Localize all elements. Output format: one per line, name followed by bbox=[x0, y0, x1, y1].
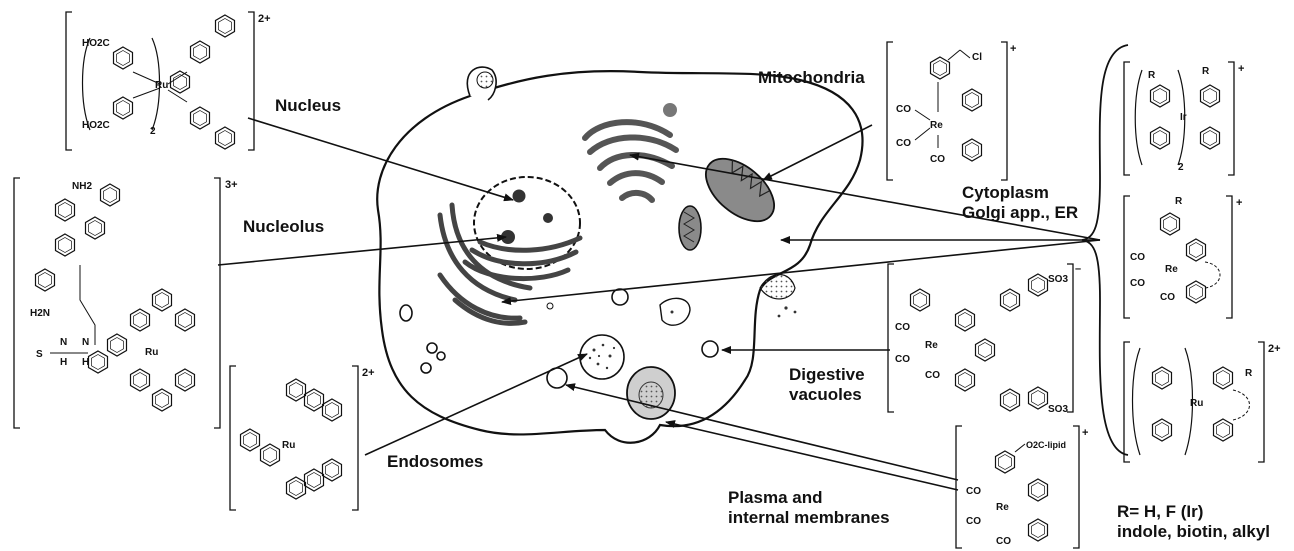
label-nucleolus: Nucleolus bbox=[243, 217, 324, 237]
endosome bbox=[580, 335, 624, 379]
charge-re-lipid: + bbox=[1082, 427, 1088, 439]
label-golgi-er: Golgi app., ER bbox=[962, 203, 1078, 223]
charge-re-chloromethyl: + bbox=[1010, 43, 1016, 55]
group-co-7: CO bbox=[966, 486, 981, 497]
group-co-11: CO bbox=[1130, 278, 1145, 289]
group-n-1: N bbox=[60, 337, 67, 348]
nucleolus bbox=[513, 190, 526, 203]
molecule-re-sulfonate bbox=[888, 264, 1073, 412]
label-r-definition: R= H, F (Ir) indole, biotin, alkyl bbox=[1117, 502, 1270, 542]
group-r-ir-1: R bbox=[1148, 70, 1156, 81]
metal-re-generic: Re bbox=[1165, 264, 1178, 275]
label-nucleus: Nucleus bbox=[275, 96, 341, 116]
label-vacuoles: vacuoles bbox=[789, 385, 865, 405]
group-r-ir-2: R bbox=[1202, 66, 1210, 77]
group-co-4: CO bbox=[895, 322, 910, 333]
subscript-ir: 2 bbox=[1178, 162, 1184, 173]
charge-ru-phen: 2+ bbox=[362, 367, 375, 379]
group-n-2: N bbox=[82, 337, 89, 348]
label-digestive-vacuoles: Digestive vacuoles bbox=[789, 365, 865, 405]
charge-re-generic: + bbox=[1236, 197, 1242, 209]
group-co-8: CO bbox=[966, 516, 981, 527]
group-co-5: CO bbox=[895, 354, 910, 365]
charge-re-sulfonate: – bbox=[1075, 263, 1081, 275]
group-co-10: CO bbox=[1130, 252, 1145, 263]
label-plasma-membranes: Plasma and internal membranes bbox=[728, 488, 890, 528]
metal-re-sulfonate: Re bbox=[925, 340, 938, 351]
metal-re-chloromethyl: Re bbox=[930, 120, 943, 131]
group-co-12: CO bbox=[1160, 292, 1175, 303]
label-mitochondria: Mitochondria bbox=[758, 68, 865, 88]
group-ho2c-bottom: HO2C bbox=[82, 120, 110, 131]
label-cytoplasm: Cytoplasm bbox=[962, 183, 1078, 203]
arrow-plasma-2 bbox=[666, 422, 958, 490]
metal-ir: Ir bbox=[1180, 112, 1187, 123]
group-o2c-lipid: O2C-lipid bbox=[1026, 440, 1066, 450]
group-h2n: H2N bbox=[30, 308, 50, 319]
label-digestive: Digestive bbox=[789, 365, 865, 385]
group-h-1: H bbox=[60, 357, 67, 368]
group-ho2c-top: HO2C bbox=[82, 38, 110, 49]
molecule-ir-complex bbox=[1124, 62, 1234, 175]
group-cl: Cl bbox=[972, 52, 982, 63]
group-r-ru: R bbox=[1245, 368, 1253, 379]
group-so3-bottom: SO3 bbox=[1048, 404, 1068, 415]
metal-ru-generic: Ru bbox=[1190, 398, 1203, 409]
label-internal-membranes: internal membranes bbox=[728, 508, 890, 528]
subscript-ru-dicarboxy: 2 bbox=[150, 126, 156, 137]
group-co-2: CO bbox=[896, 138, 911, 149]
label-cytoplasm-golgi: Cytoplasm Golgi app., ER bbox=[962, 183, 1078, 223]
group-co-9: CO bbox=[996, 536, 1011, 547]
metal-ru-ethidium: Ru bbox=[145, 347, 158, 358]
metal-re-lipid: Re bbox=[996, 502, 1009, 513]
ligand-brace bbox=[1082, 45, 1128, 455]
metal-ru-dicarboxy: Ru bbox=[155, 80, 168, 91]
charge-ir: + bbox=[1238, 63, 1244, 75]
molecule-ru-phen bbox=[230, 366, 358, 510]
charge-ru-generic: 2+ bbox=[1268, 343, 1281, 355]
molecule-ru-ethidium bbox=[14, 178, 220, 428]
metal-ru-phen: Ru bbox=[282, 440, 295, 451]
group-co-3: CO bbox=[930, 154, 945, 165]
group-co-6: CO bbox=[925, 370, 940, 381]
label-plasma: Plasma and bbox=[728, 488, 890, 508]
group-s: S bbox=[36, 349, 43, 360]
group-h-2: H bbox=[82, 357, 89, 368]
group-nh2: NH2 bbox=[72, 181, 92, 192]
group-so3-top: SO3 bbox=[1048, 274, 1068, 285]
label-endosomes: Endosomes bbox=[387, 452, 483, 472]
group-co-1: CO bbox=[896, 104, 911, 115]
label-r-substituents: indole, biotin, alkyl bbox=[1117, 522, 1270, 542]
group-r-re: R bbox=[1175, 196, 1183, 207]
label-r-values: R= H, F (Ir) bbox=[1117, 502, 1270, 522]
charge-ru-dicarboxy: 2+ bbox=[258, 13, 271, 25]
charge-ru-ethidium: 3+ bbox=[225, 179, 238, 191]
